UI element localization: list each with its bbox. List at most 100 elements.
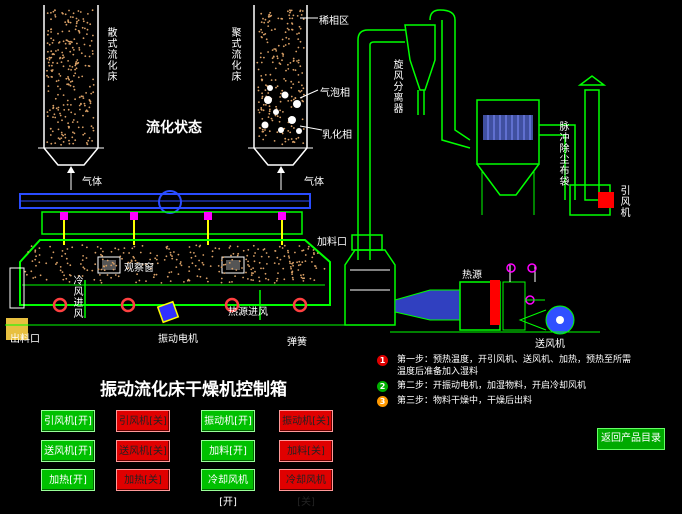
- particle: [264, 89, 267, 91]
- particle: [228, 262, 231, 264]
- blower-off-button[interactable]: 送风机[关]: [116, 440, 170, 462]
- vibrator-on-button[interactable]: 振动机[开]: [201, 410, 255, 432]
- particle: [58, 73, 61, 75]
- particle: [57, 85, 59, 88]
- feed-on-button[interactable]: 加料[开]: [201, 440, 255, 462]
- particle: [30, 270, 33, 273]
- particle: [291, 28, 293, 31]
- particle: [311, 261, 313, 263]
- particle: [49, 245, 51, 248]
- particle: [46, 74, 48, 77]
- particle: [302, 100, 304, 103]
- particle: [277, 272, 279, 274]
- particle: [160, 282, 163, 284]
- particle: [220, 259, 223, 262]
- blower-on-button[interactable]: 送风机[开]: [41, 440, 95, 462]
- particle: [252, 244, 255, 247]
- particle: [283, 255, 286, 258]
- return-to-catalog-button[interactable]: 返回产品目录: [597, 428, 665, 450]
- particle: [58, 138, 61, 141]
- particle: [252, 279, 255, 282]
- induced-fan-off-button[interactable]: 引风机[关]: [116, 410, 170, 432]
- particle: [232, 252, 235, 255]
- particle: [86, 269, 89, 272]
- particle: [199, 244, 202, 247]
- particle: [68, 142, 71, 145]
- particle: [122, 252, 125, 254]
- particle: [298, 89, 300, 92]
- particle: [66, 99, 69, 102]
- blower-label: 送风机: [535, 339, 565, 350]
- particle: [290, 95, 293, 98]
- particle: [271, 119, 274, 122]
- particle: [50, 28, 52, 31]
- particle: [271, 61, 274, 64]
- particle: [61, 250, 64, 252]
- particle: [283, 244, 286, 247]
- particle: [273, 140, 276, 142]
- particle: [261, 78, 264, 81]
- particle: [50, 31, 52, 33]
- air-header: [19, 190, 311, 214]
- particle: [91, 9, 94, 12]
- particle: [297, 59, 300, 62]
- particle: [64, 21, 67, 24]
- vibrator-off-button[interactable]: 振动机[关]: [279, 410, 333, 432]
- heating-off-button[interactable]: 加热[关]: [116, 469, 170, 491]
- particle: [292, 278, 294, 281]
- particle: [309, 277, 312, 280]
- particle: [276, 115, 279, 118]
- particle: [52, 61, 54, 64]
- particle: [71, 66, 74, 68]
- particle: [262, 17, 264, 20]
- particle: [313, 252, 315, 254]
- particle: [38, 261, 41, 264]
- particle: [177, 253, 180, 256]
- particle: [30, 245, 33, 248]
- particle: [195, 244, 198, 247]
- particle: [199, 275, 202, 278]
- particle: [69, 21, 72, 24]
- particle: [290, 106, 293, 108]
- particle: [54, 116, 57, 119]
- particle: [303, 93, 305, 96]
- particle: [263, 21, 266, 24]
- cooling-fan-on-button[interactable]: 冷却风机[开]: [201, 469, 255, 508]
- particle: [272, 55, 275, 58]
- particle: [273, 282, 276, 284]
- particle: [156, 262, 159, 265]
- particle: [68, 281, 71, 283]
- particle: [279, 63, 282, 65]
- particle: [186, 279, 189, 282]
- particle: [61, 51, 64, 54]
- particle: [92, 78, 94, 81]
- cyclone: [404, 9, 471, 149]
- particle: [68, 41, 71, 43]
- particle: [218, 270, 221, 273]
- induced-fan-on-button[interactable]: 引风机[开]: [41, 410, 95, 432]
- particle: [297, 38, 300, 40]
- particle: [77, 19, 80, 22]
- particle: [106, 259, 109, 262]
- particle: [50, 37, 52, 40]
- particle: [50, 75, 53, 78]
- particle: [276, 57, 279, 60]
- particle: [242, 249, 245, 252]
- particle: [280, 92, 282, 95]
- particle: [57, 106, 60, 109]
- cooling-fan-off-button[interactable]: 冷却风机[关]: [279, 469, 333, 508]
- particle: [170, 271, 173, 273]
- particle: [287, 63, 289, 66]
- particle: [90, 40, 93, 42]
- particle: [283, 127, 286, 130]
- particle: [59, 112, 61, 115]
- particle: [46, 115, 49, 117]
- particle: [198, 259, 201, 262]
- heating-on-button[interactable]: 加热[开]: [41, 469, 95, 491]
- particle: [282, 55, 284, 57]
- particle: [280, 17, 283, 20]
- particle: [119, 255, 122, 258]
- particle: [284, 31, 287, 34]
- feed-off-button[interactable]: 加料[关]: [279, 440, 333, 462]
- bag-filter: [476, 99, 540, 215]
